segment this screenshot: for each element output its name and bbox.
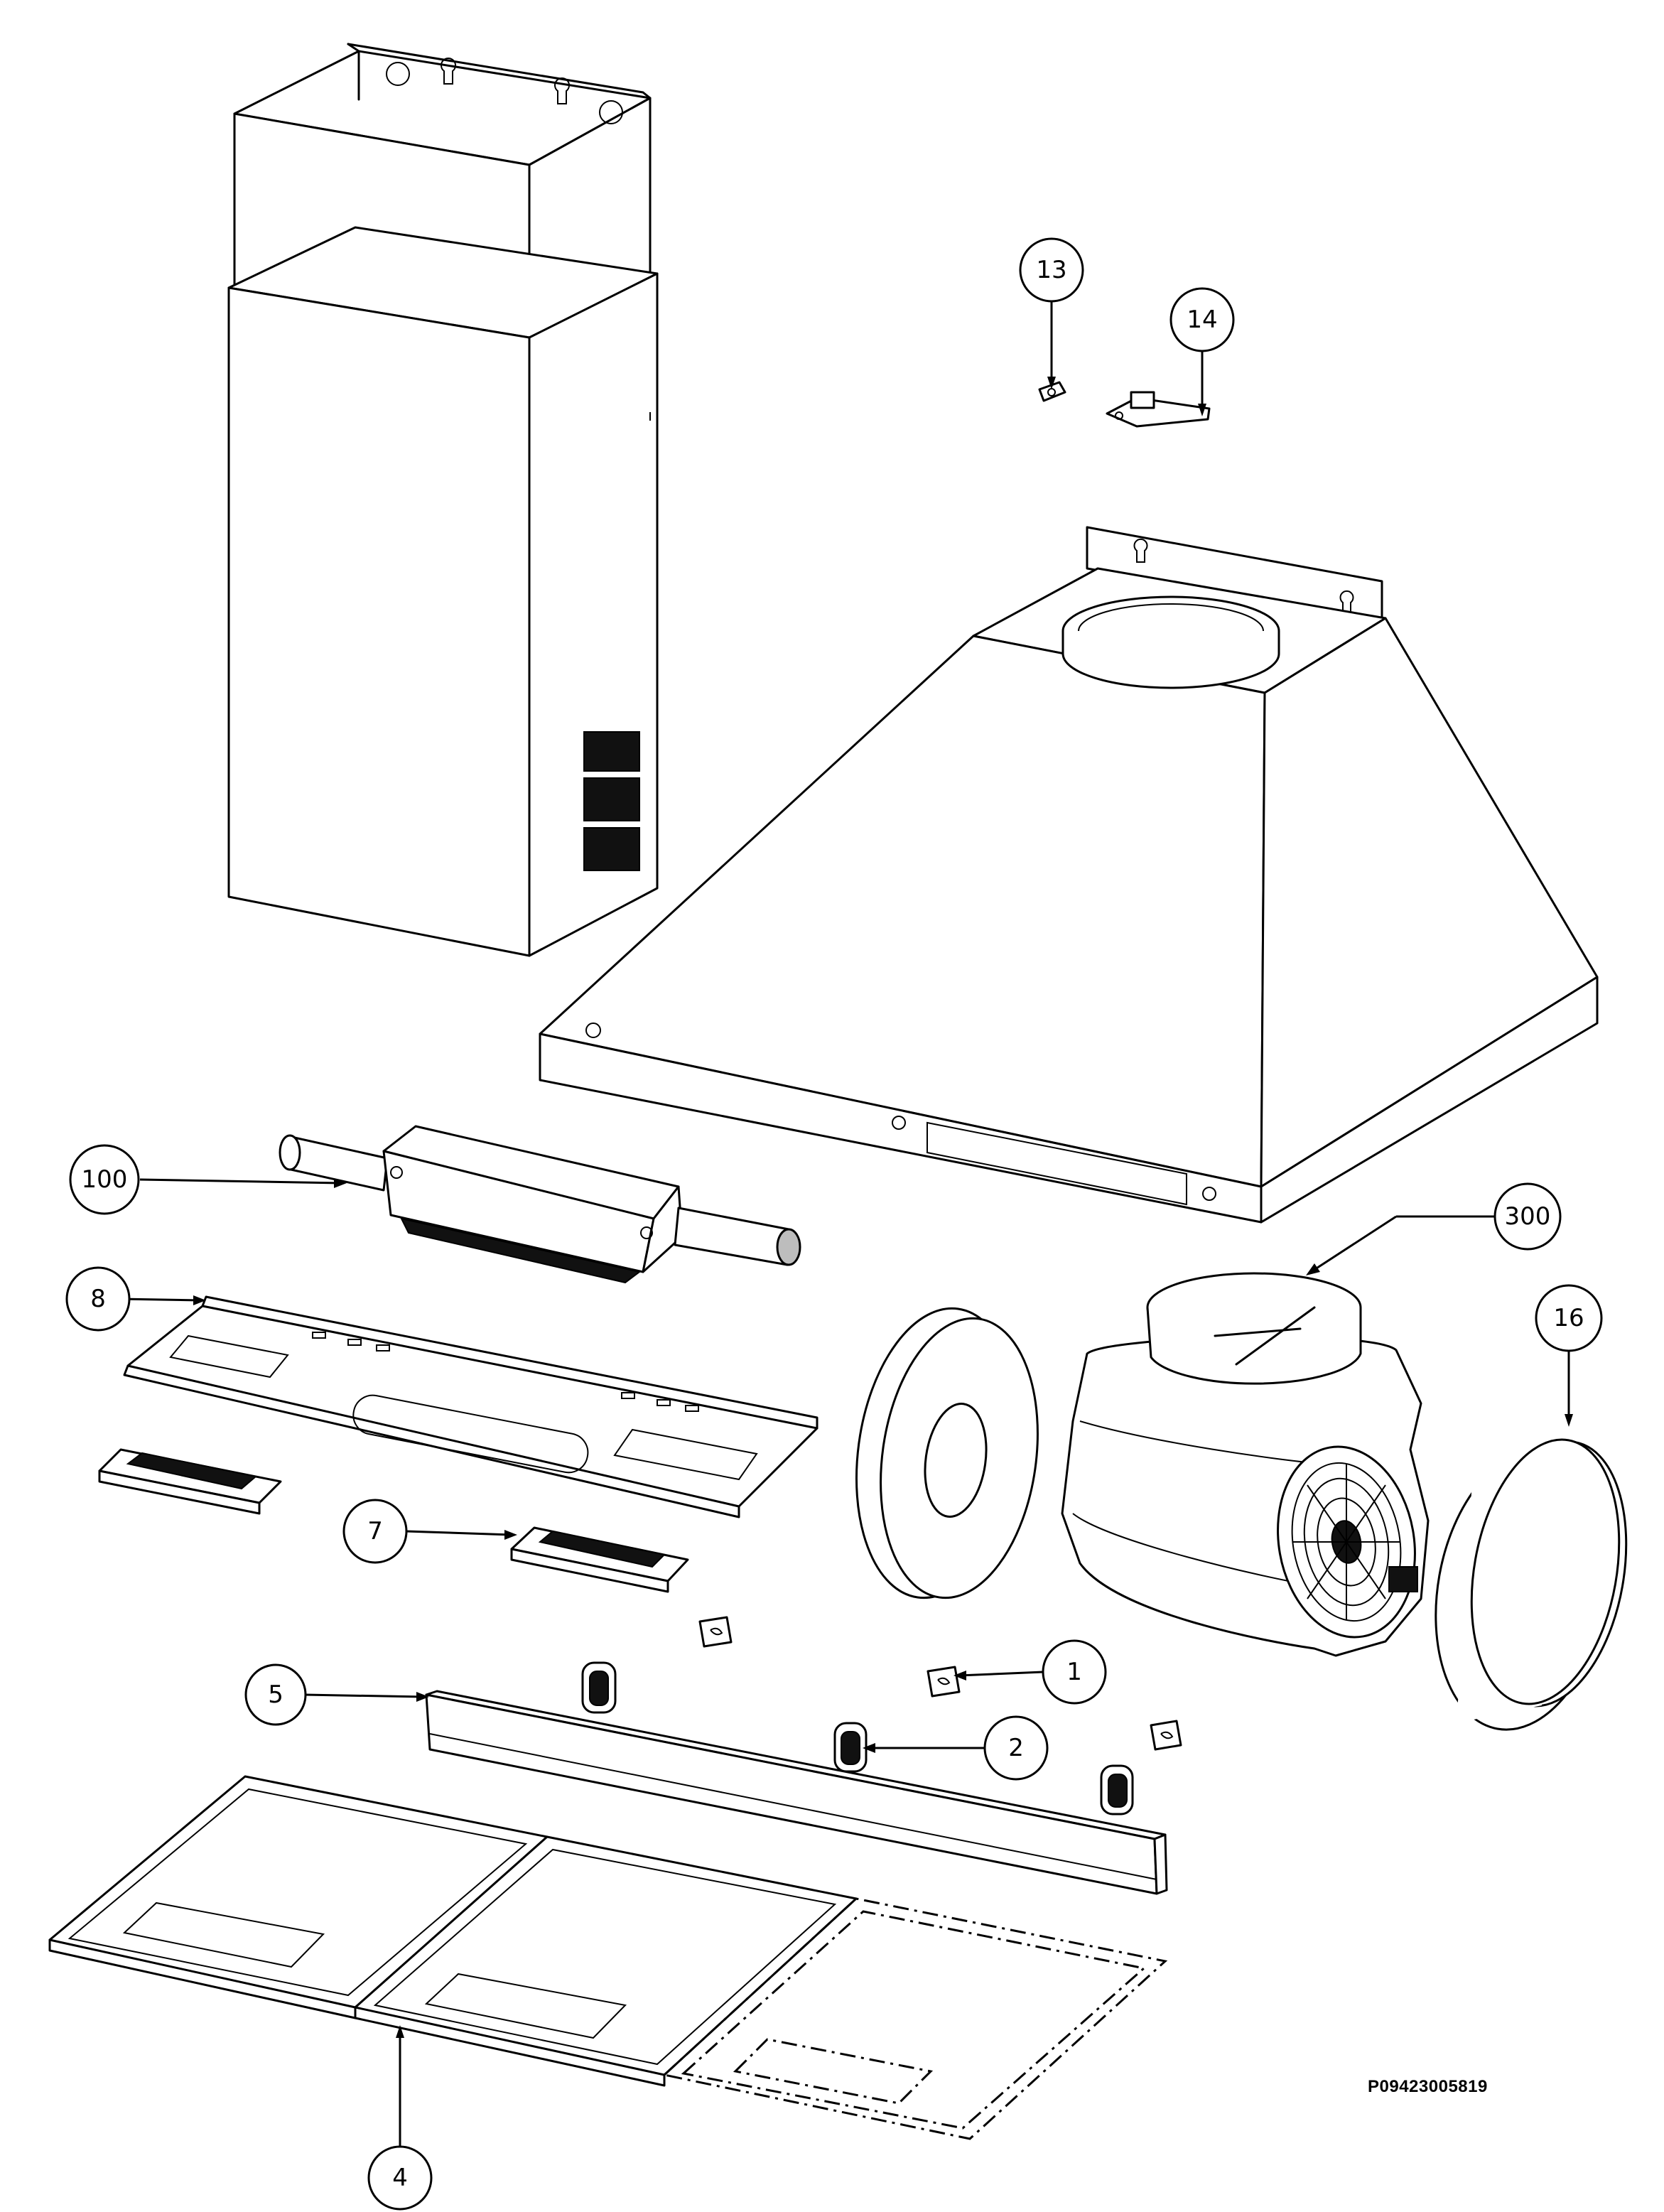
part-4-grease-filters [48, 1775, 1168, 2140]
drawing-code: P09423005819 [1368, 2077, 1488, 2096]
svg-text:16: 16 [1553, 1304, 1584, 1332]
part-14-bracket [1106, 391, 1211, 428]
svg-text:100: 100 [82, 1165, 128, 1194]
part-1-clip [698, 1616, 1182, 1751]
callout-300: 300 [1493, 1182, 1562, 1251]
hood-canopy [539, 526, 1599, 1224]
svg-text:2: 2 [1008, 1734, 1024, 1762]
callout-7: 7 [342, 1499, 408, 1564]
fan-grill [1291, 1462, 1402, 1622]
callout-16: 16 [1535, 1284, 1603, 1352]
callout-4: 4 [367, 2145, 433, 2211]
svg-text:4: 4 [392, 2164, 408, 2192]
part-16-carbon-filter [1435, 1438, 1628, 1731]
part-100-light-bar [279, 1125, 801, 1284]
svg-text:1: 1 [1066, 1658, 1082, 1686]
callout-14: 14 [1169, 287, 1235, 352]
part-7-lamp-frame-right [510, 1526, 689, 1593]
svg-text:7: 7 [367, 1517, 383, 1545]
callout-2: 2 [983, 1715, 1049, 1781]
callout-13: 13 [1019, 237, 1084, 303]
part-5-front-bar [425, 1690, 1168, 1895]
svg-text:5: 5 [268, 1680, 283, 1709]
ring-filter [855, 1307, 1039, 1599]
callout-8: 8 [65, 1266, 131, 1332]
part-300-blower-motor [1061, 1272, 1430, 1657]
part-8-base-plate [123, 1295, 819, 1518]
callout-5: 5 [244, 1663, 307, 1726]
svg-text:8: 8 [90, 1285, 106, 1313]
svg-text:300: 300 [1505, 1202, 1551, 1231]
part-7-lamp-frame-left [98, 1448, 282, 1515]
callout-1: 1 [1042, 1639, 1107, 1705]
vent-slots [583, 731, 640, 871]
leader-lines [119, 302, 1573, 2149]
svg-text:13: 13 [1036, 256, 1066, 284]
part-2-clip-holder [581, 1661, 1134, 1816]
chimney-duct-cover [227, 43, 659, 957]
svg-text:14: 14 [1187, 306, 1217, 334]
callout-100: 100 [69, 1144, 140, 1215]
